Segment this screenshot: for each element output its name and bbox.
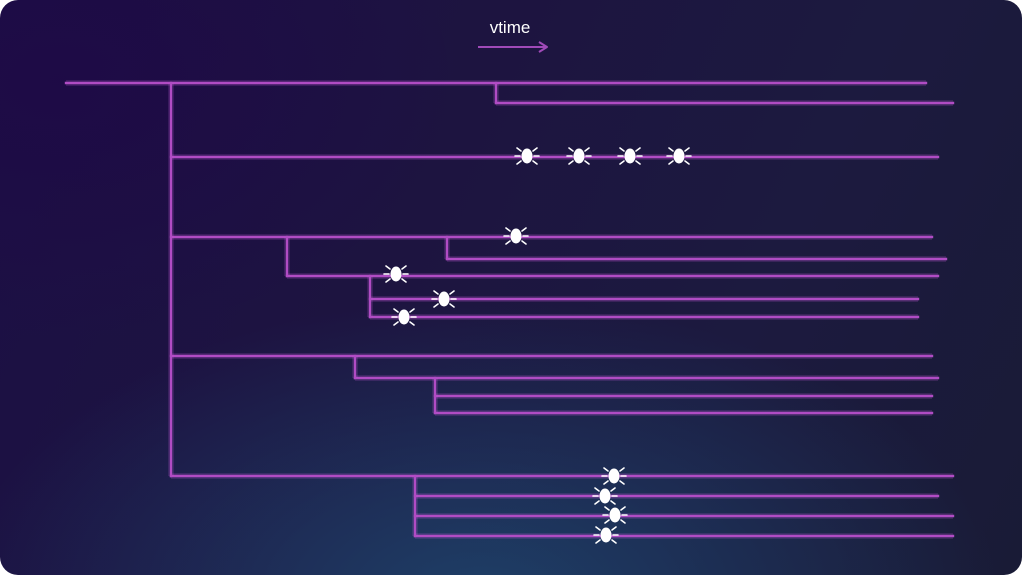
bug-icon xyxy=(592,487,618,505)
arrow-right-icon xyxy=(478,41,548,53)
bug-icon xyxy=(391,308,417,326)
bug-icon xyxy=(593,526,619,544)
bug-icon xyxy=(617,147,643,165)
bug-icon xyxy=(503,227,529,245)
axis-label-vtime: vtime xyxy=(490,18,531,37)
bug-icon xyxy=(566,147,592,165)
bug-icon xyxy=(431,290,457,308)
bug-markers xyxy=(383,147,692,544)
timeline-branches xyxy=(64,80,955,539)
bug-icon xyxy=(666,147,692,165)
bug-icon xyxy=(383,265,409,283)
bug-icon xyxy=(514,147,540,165)
bug-icon xyxy=(602,506,628,524)
bug-icon xyxy=(601,467,627,485)
